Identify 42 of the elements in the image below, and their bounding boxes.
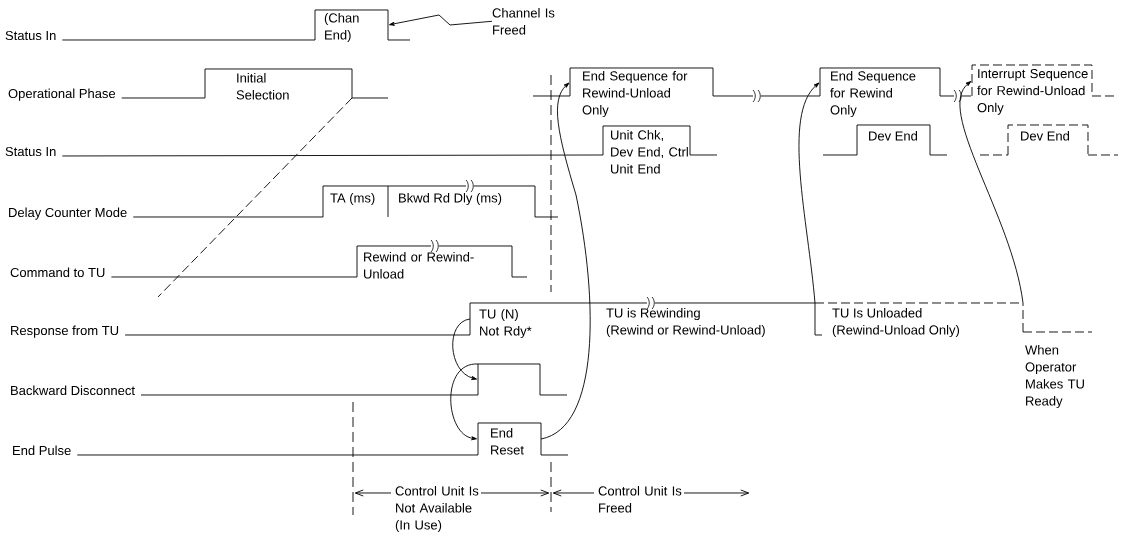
arrow bbox=[452, 318, 477, 380]
waveform-pulse: Initial Selection bbox=[204, 68, 389, 100]
signal-name: Status In bbox=[5, 146, 56, 157]
waveform-pulse: Bkwd Rd Dly (ms) bbox=[387, 185, 559, 218]
arrow bbox=[959, 81, 1024, 304]
waveform-pulse: Unit Chk, Dev End, Ctrl Unit End bbox=[602, 125, 718, 174]
signal-transition: TU (N) Not Rdy* bbox=[469, 302, 556, 339]
arrow bbox=[798, 82, 820, 304]
waveform-pulse: End Sequence for Rewind-Unload Only bbox=[532, 67, 754, 118]
signal-line bbox=[110, 276, 358, 278]
waveform-pulse: Dev End bbox=[979, 124, 1119, 156]
waveform-pulse: (Chan End) bbox=[314, 9, 411, 43]
arrow bbox=[389, 14, 493, 26]
arrow bbox=[450, 363, 479, 441]
annotation-text: Channel Is Freed bbox=[492, 8, 555, 35]
dimension-label: Control Unit Is Not Available (In Use) bbox=[395, 486, 479, 533]
annotation-text: TU is Rewinding bbox=[606, 308, 700, 321]
signal-name: Backward Disconnect bbox=[11, 385, 135, 396]
signal-line bbox=[140, 394, 479, 396]
arrow bbox=[540, 82, 591, 440]
signal-line bbox=[76, 454, 479, 456]
signal-name: Delay Counter Mode bbox=[9, 207, 127, 220]
signal-line bbox=[61, 154, 604, 157]
waveform-pulse: Rewind or Rewind-Unload bbox=[356, 245, 528, 279]
waveform-pulse: End Sequence for Rewind Only bbox=[760, 67, 955, 118]
annotation-text: (Rewind or Rewind-Unload) bbox=[606, 325, 765, 338]
waveform-pulse: End Reset bbox=[477, 422, 569, 456]
signal-name: End Pulse bbox=[13, 445, 71, 456]
signal-name: Operational Phase bbox=[8, 88, 116, 101]
waveform-pulse bbox=[477, 363, 568, 396]
signal-line bbox=[121, 97, 206, 99]
signal-transition: When Operator Makes TU Ready bbox=[1022, 302, 1093, 409]
signal-name: Command to TU bbox=[10, 267, 105, 278]
signal-line bbox=[132, 216, 324, 218]
waveform-pulse: TA (ms) bbox=[322, 185, 389, 218]
signal-line bbox=[124, 334, 471, 336]
waveform-pulse: Interrupt Sequence for Rewind-Unload Only bbox=[961, 64, 1119, 115]
signal-name: Status In bbox=[5, 30, 56, 41]
signal-name: Response from TU bbox=[11, 325, 119, 338]
dimension-label: Control Unit Is Freed bbox=[598, 486, 682, 513]
waveform-pulse: Dev End bbox=[822, 124, 948, 156]
signal-line bbox=[61, 39, 316, 41]
